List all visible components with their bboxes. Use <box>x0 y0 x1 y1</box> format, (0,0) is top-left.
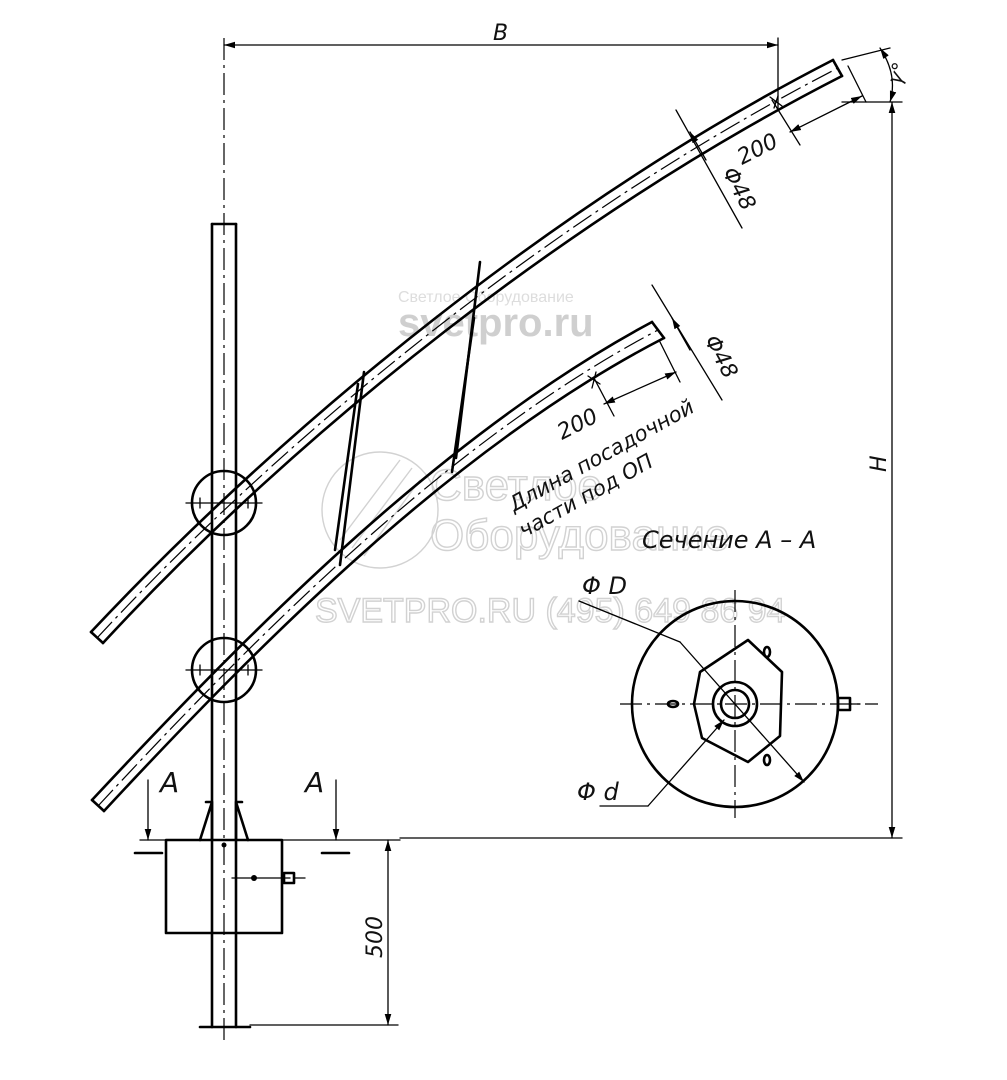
watermark-line-3: Светлое <box>430 461 602 510</box>
section-mark-right-label: A <box>303 766 324 799</box>
dimension-phi48-top-label: Φ48 <box>717 163 760 215</box>
section-title: Сечение A – A <box>642 526 816 554</box>
dimension-d-label: Φ d <box>577 778 620 806</box>
clamp-lower <box>185 636 263 704</box>
watermark-logo-icon <box>321 451 439 569</box>
foundation <box>139 800 401 935</box>
section-mark-left: A <box>133 766 179 855</box>
dimension-200-top: 200 <box>733 65 867 170</box>
pole <box>198 38 252 1045</box>
braces <box>333 260 482 567</box>
watermark: Светлое Оборудование svetpro.ru Светлое … <box>314 289 786 631</box>
dimension-phi48-low: Φ48 <box>651 284 742 401</box>
clamp-upper <box>185 469 263 537</box>
upper-arm <box>89 58 844 645</box>
dimension-200-top-label: 200 <box>733 129 782 170</box>
dimension-phi48-low-label: Φ48 <box>699 331 742 383</box>
section-mark-left-label: A <box>158 766 179 799</box>
dimension-gamma-label: γ° <box>882 59 912 88</box>
section-mark-right: A <box>303 766 351 855</box>
watermark-line-5: SVETPRO.RU (495) 649 86 94 <box>315 592 786 630</box>
dimension-200-low-label: 200 <box>553 404 602 445</box>
watermark-line-4: Оборудование <box>430 511 729 560</box>
dimension-b-label: B <box>493 21 508 46</box>
dimension-h: H <box>399 101 903 839</box>
dimension-D-label: Φ D <box>582 572 627 600</box>
dimension-b: B <box>223 21 779 109</box>
section-view <box>578 590 878 818</box>
watermark-line-1: Светлое Оборудование <box>398 289 574 306</box>
lower-arm <box>90 320 666 813</box>
dimension-500-label: 500 <box>363 916 388 958</box>
dimension-h-label: H <box>867 455 892 472</box>
dimension-500: 500 <box>249 839 399 1026</box>
